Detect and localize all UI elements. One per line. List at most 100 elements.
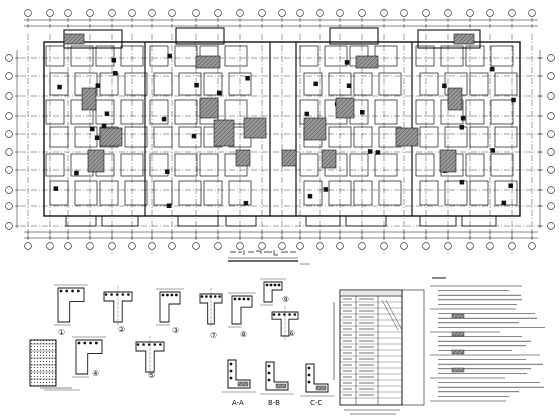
rebar-dot	[273, 283, 277, 287]
rebar-dot	[307, 366, 311, 370]
section-b-b	[260, 361, 294, 395]
axis-bubble-bottom	[214, 242, 222, 250]
shear-wall-zone	[81, 87, 97, 111]
rebar-dot	[277, 313, 281, 316]
detail-typical-wall	[29, 339, 80, 391]
detail-9	[260, 278, 286, 306]
room-outline	[120, 153, 144, 177]
rebar-dot	[267, 378, 271, 382]
rebar-dot	[94, 341, 98, 345]
detail-outline	[103, 291, 133, 323]
balcony-outline	[345, 215, 387, 227]
room-outline	[149, 99, 169, 125]
detail-4	[72, 336, 106, 378]
axis-bubble-bottom	[296, 242, 304, 250]
axis-bubble-bottom	[128, 242, 136, 250]
axis-bubble-top	[486, 9, 494, 17]
column	[74, 170, 79, 176]
room-outline	[490, 45, 514, 67]
legend-swatch	[451, 367, 465, 373]
axis-bubble-top	[24, 9, 32, 17]
axis-bubble-right	[547, 112, 555, 120]
shear-wall-zone	[243, 117, 267, 139]
axis-bubble-bottom	[316, 242, 324, 250]
room-outline	[440, 45, 464, 67]
schedule-frame	[339, 289, 403, 406]
schedule-table	[333, 289, 425, 415]
axis-bubble-bottom	[108, 242, 116, 250]
column	[57, 84, 62, 90]
room-outline	[490, 153, 514, 177]
rebar-dot	[153, 343, 157, 346]
detail-marker-1: ①	[58, 328, 65, 337]
column	[323, 187, 329, 192]
axis-bubble-bottom	[358, 242, 366, 250]
rebar-dot	[209, 295, 213, 298]
rebar-dot	[142, 343, 145, 346]
rebar-dot	[83, 341, 87, 345]
room-outline	[224, 45, 248, 67]
schedule-diagonal	[385, 299, 403, 331]
column	[459, 179, 465, 185]
rebar-dot	[161, 293, 165, 297]
axis-bubble-left	[5, 148, 13, 156]
room-outline	[353, 72, 373, 96]
axis-bubble-top	[508, 9, 516, 17]
axis-bubble-top	[336, 9, 344, 17]
column	[442, 83, 447, 89]
column	[346, 83, 352, 89]
column	[501, 200, 507, 206]
axis-bubble-top	[148, 9, 156, 17]
rebar-dot	[147, 343, 151, 346]
axis-bubble-top	[168, 9, 176, 17]
axis-bubble-bottom	[400, 242, 408, 250]
axis-bubble-right	[547, 92, 555, 100]
room-outline	[174, 45, 198, 67]
column	[167, 53, 172, 59]
axis-bubble-bottom	[466, 242, 474, 250]
room-outline	[149, 153, 169, 177]
room-outline	[378, 72, 402, 96]
column	[95, 83, 101, 88]
column	[194, 82, 199, 88]
axis-bubble-top	[296, 9, 304, 17]
section-label-a-a: A-A	[232, 399, 244, 407]
column	[166, 203, 172, 208]
section-outline	[265, 361, 289, 391]
axis-bubble-bottom	[528, 242, 536, 250]
axis-bubble-bottom	[168, 242, 176, 250]
room-outline	[465, 45, 485, 67]
column	[112, 71, 118, 76]
shear-wall-zone	[235, 149, 251, 167]
axis-bubble-left	[5, 166, 13, 174]
detail-markers: ① ② ③ ④ ⑤ ⑥ ⑦ ⑧ ⑨ A-A B-B C-C	[58, 295, 322, 407]
room-outline	[469, 126, 489, 148]
rebar-dot	[269, 283, 273, 287]
rebar-dot	[307, 373, 311, 377]
detail-drawings	[29, 278, 334, 397]
room-outline	[124, 126, 148, 148]
axis-bubble-bottom	[380, 242, 388, 250]
column	[245, 76, 250, 81]
axis-bubble-bottom	[486, 242, 494, 250]
roof-tower	[175, 27, 225, 45]
rebar-dot	[136, 343, 140, 346]
legend-swatch	[451, 331, 465, 337]
section-outline	[227, 359, 251, 389]
axis-bubble-top	[422, 9, 430, 17]
room-outline	[49, 180, 69, 206]
rebar-dot	[277, 283, 281, 287]
rebar-dot	[110, 293, 113, 296]
shear-wall-zone	[195, 55, 221, 69]
shear-wall-zone	[99, 127, 123, 147]
floor-plan	[5, 9, 555, 250]
room-outline	[45, 45, 65, 67]
detail-marker-7: ⑦	[210, 331, 217, 340]
axis-bubble-bottom	[24, 242, 32, 250]
column	[165, 169, 170, 174]
room-outline	[353, 126, 373, 148]
axis-bubble-right	[547, 148, 555, 156]
axis-bubble-bottom	[236, 242, 244, 250]
room-outline	[203, 72, 223, 96]
column	[307, 193, 313, 199]
